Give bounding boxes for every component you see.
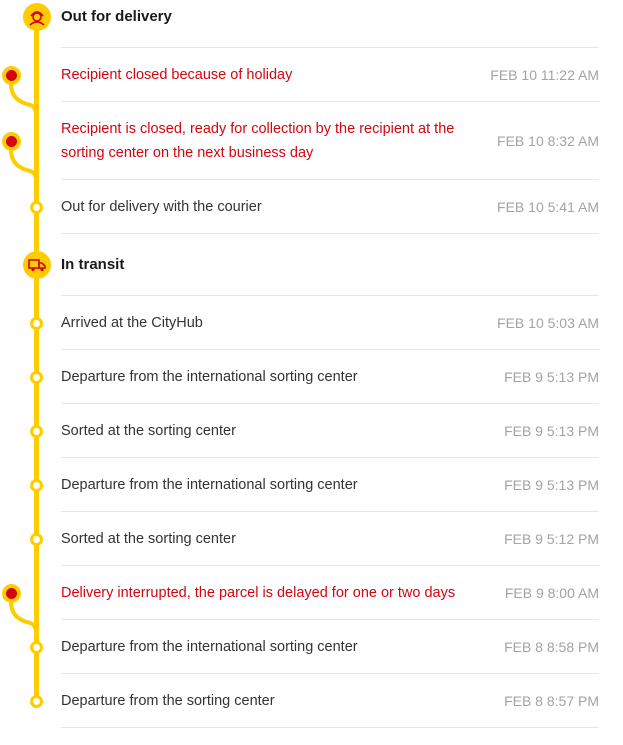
tracking-event-row: Arrived at the CityHub FEB 10 5:03 AM — [61, 296, 599, 350]
exception-dot — [1, 131, 21, 151]
event-timestamp: FEB 8 8:58 PM — [504, 638, 599, 655]
milestone-row: In transit — [61, 234, 599, 296]
tracking-event-row: Sorted at the sorting center FEB 9 5:13 P… — [61, 404, 599, 458]
tracking-event-row: Recipient is closed, ready for collectio… — [61, 102, 599, 180]
event-description: Departure from the international sorting… — [61, 638, 358, 655]
tracking-event-row: Recipient closed because of holiday FEB 1… — [61, 48, 599, 102]
exception-branch — [9, 83, 39, 120]
event-description: Delivery interrupted, the parcel is dela… — [61, 584, 456, 601]
exception-branch — [9, 149, 39, 186]
event-description: Sorted at the sorting center — [61, 530, 236, 547]
timeline-line — [34, 16, 39, 706]
milestone-marker — [22, 3, 51, 31]
event-description: Recipient closed because of holiday — [61, 66, 293, 83]
event-description: Departure from the international sorting… — [61, 476, 358, 493]
event-description: Recipient is closed, ready for collectio… — [61, 120, 455, 161]
tracking-event-row: Sorted at the sorting center FEB 9 5:12 P… — [61, 512, 599, 566]
event-timestamp: FEB 10 5:03 AM — [497, 314, 599, 331]
event-description: Departure from the international sorting… — [61, 368, 358, 385]
event-timestamp: FEB 10 5:41 AM — [497, 198, 599, 215]
timeline-dot — [30, 200, 43, 214]
event-timestamp: FEB 9 5:12 PM — [504, 530, 599, 547]
timeline-dot — [30, 478, 43, 492]
timeline-dot — [30, 532, 43, 546]
tracking-event-row: Departure from the international sorting… — [61, 350, 599, 404]
tracking-event-row: Departure from the international sorting… — [61, 458, 599, 512]
timeline-dot — [30, 316, 43, 330]
exception-dot — [1, 583, 21, 603]
milestone-title: Out for delivery — [61, 8, 172, 25]
tracking-event-row: Delivery interrupted, the parcel is dela… — [61, 566, 599, 620]
tracking-event-row: Out for delivery with the courier FEB 10 … — [61, 180, 599, 234]
exception-branch — [9, 601, 39, 638]
event-timestamp: FEB 10 11:22 AM — [490, 66, 599, 83]
timeline-dot — [30, 640, 43, 654]
event-timestamp: FEB 9 5:13 PM — [504, 368, 599, 385]
milestone-title: In transit — [61, 255, 125, 273]
event-timestamp: FEB 10 8:32 AM — [497, 132, 599, 149]
event-description: Out for delivery with the courier — [61, 198, 262, 215]
exception-dot — [1, 65, 21, 85]
milestone-marker — [22, 251, 51, 279]
truck-icon — [27, 259, 46, 272]
timeline-dot — [30, 370, 43, 384]
event-timestamp: FEB 9 8:00 AM — [504, 584, 599, 601]
event-timestamp: FEB 9 5:13 PM — [504, 422, 599, 439]
timeline-dot — [30, 694, 43, 708]
event-timestamp: FEB 9 5:13 PM — [504, 476, 599, 493]
event-description: Sorted at the sorting center — [61, 422, 236, 439]
event-description: Departure from the sorting center — [61, 692, 275, 709]
event-timestamp: FEB 8 8:57 PM — [504, 692, 599, 709]
timeline-dot — [30, 424, 43, 438]
milestone-row: Out for delivery — [61, 0, 599, 48]
courier-icon — [28, 11, 45, 26]
event-description: Arrived at the CityHub — [61, 314, 203, 331]
tracking-event-row: Departure from the international sorting… — [61, 620, 599, 674]
tracking-event-row: Departure from the sorting center FEB 8 8… — [61, 674, 599, 728]
